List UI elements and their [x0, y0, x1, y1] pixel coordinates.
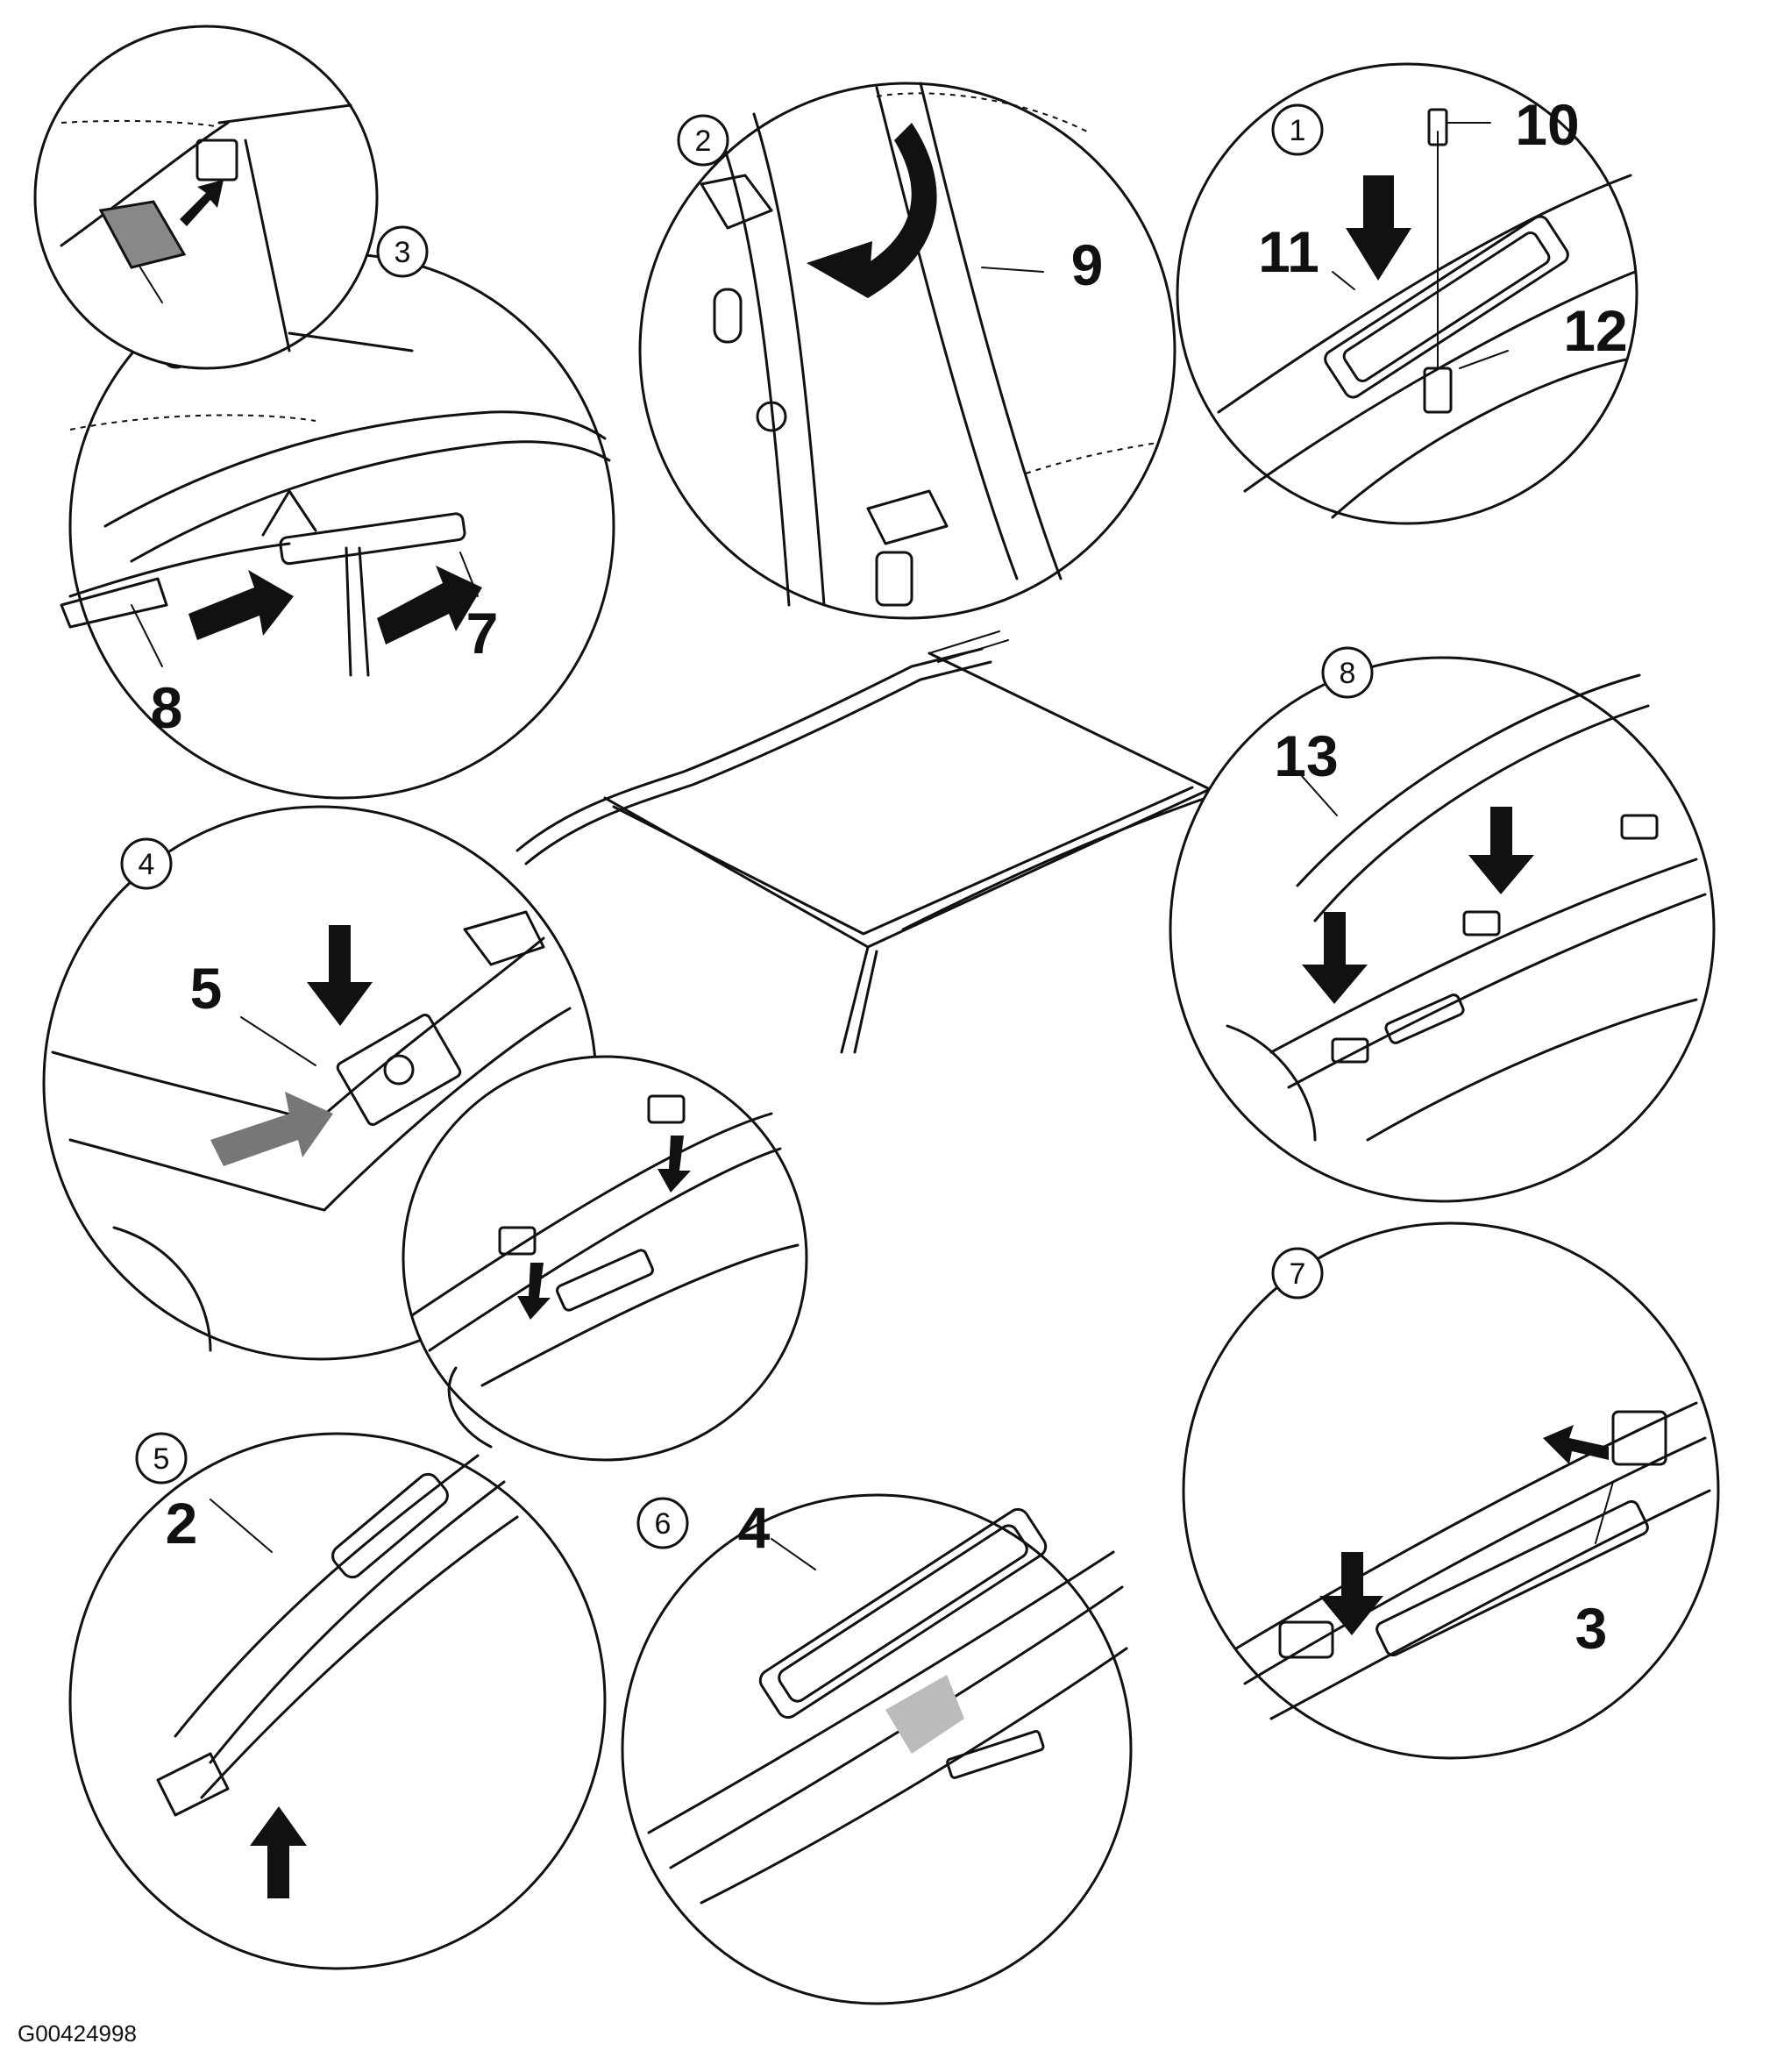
panel-8: 8 13	[1169, 646, 1716, 1203]
part-label-4: 4	[738, 1495, 771, 1560]
figure-id: G00424998	[18, 2020, 137, 2047]
panel-6: 6 4	[621, 1493, 1133, 2005]
panel-1-callout-ring	[1271, 103, 1324, 156]
panel-7-callout: 7	[1290, 1257, 1306, 1291]
part-label-5: 5	[190, 956, 223, 1021]
panel-5-callout: 5	[153, 1442, 170, 1476]
panel-1: 1 10 11 12	[1176, 62, 1638, 525]
panel-6-callout: 6	[655, 1507, 672, 1541]
clip-arrow-icon-2	[658, 1136, 691, 1193]
panel-4-callout: 4	[139, 848, 155, 881]
part-label-8: 8	[151, 675, 183, 740]
panel-6-callout-ring	[636, 1497, 689, 1549]
clip-cover-icon	[98, 200, 187, 269]
panel-2-frame	[638, 82, 1176, 620]
panel-3: 3 6 7 8	[60, 225, 615, 800]
push-up-arrow-icon	[250, 1806, 307, 1898]
panel-2-callout: 2	[695, 125, 712, 158]
panel-8-callout-ring	[1321, 646, 1374, 699]
panel-3-callout: 3	[395, 236, 411, 269]
part-label-7: 7	[466, 601, 499, 666]
part-label-2: 2	[166, 1491, 198, 1556]
panel-8-frame	[1169, 656, 1716, 1203]
panel-6-frame	[621, 1493, 1133, 2005]
panel-5-callout-ring	[135, 1432, 188, 1485]
press-arrow-icon-2	[1302, 912, 1368, 1004]
part-label-11: 11	[1258, 219, 1319, 284]
panel-1-frame	[1176, 62, 1638, 525]
panel-1-callout: 1	[1290, 114, 1306, 147]
panel-5-frame	[68, 1432, 607, 1970]
insert-arrow-icon	[1543, 1425, 1609, 1464]
panel-5: 5 2	[68, 1432, 607, 1970]
curved-arrow-icon	[807, 123, 937, 298]
clip-detail-frame	[402, 1055, 808, 1462]
part-label-12: 12	[1563, 298, 1627, 363]
press-arrow-icon	[1468, 807, 1534, 894]
panel-3-callout-ring	[376, 225, 429, 278]
part-label-3: 3	[1575, 1596, 1608, 1661]
push-arrow-icon	[188, 570, 294, 640]
press-arrow-icon	[1346, 175, 1411, 281]
part-label-10: 10	[1515, 92, 1579, 157]
insert-area-shading	[885, 1675, 964, 1754]
panel-4-detail-inset	[402, 1055, 808, 1462]
panel-7-frame	[1182, 1221, 1720, 1760]
small-arrow-icon	[180, 180, 224, 226]
press-arrow-icon	[307, 925, 373, 1026]
slide-arrow-icon	[210, 1092, 333, 1166]
press-arrow-icon	[1319, 1552, 1383, 1635]
panel-2-callout-ring	[677, 114, 729, 167]
part-label-9: 9	[1071, 232, 1104, 297]
panel-8-callout: 8	[1340, 657, 1356, 690]
part-label-13: 13	[1274, 723, 1338, 788]
car-roof-overview	[515, 630, 1264, 1054]
panel-7: 7 3	[1182, 1221, 1720, 1760]
clip-arrow-icon	[517, 1263, 551, 1320]
panel-3-detail-inset	[33, 25, 414, 370]
panel-7-callout-ring	[1271, 1247, 1324, 1299]
panel-2: 2 9	[638, 82, 1176, 620]
push-arrow-icon-2	[377, 566, 482, 644]
panel-4-callout-ring	[120, 837, 173, 890]
